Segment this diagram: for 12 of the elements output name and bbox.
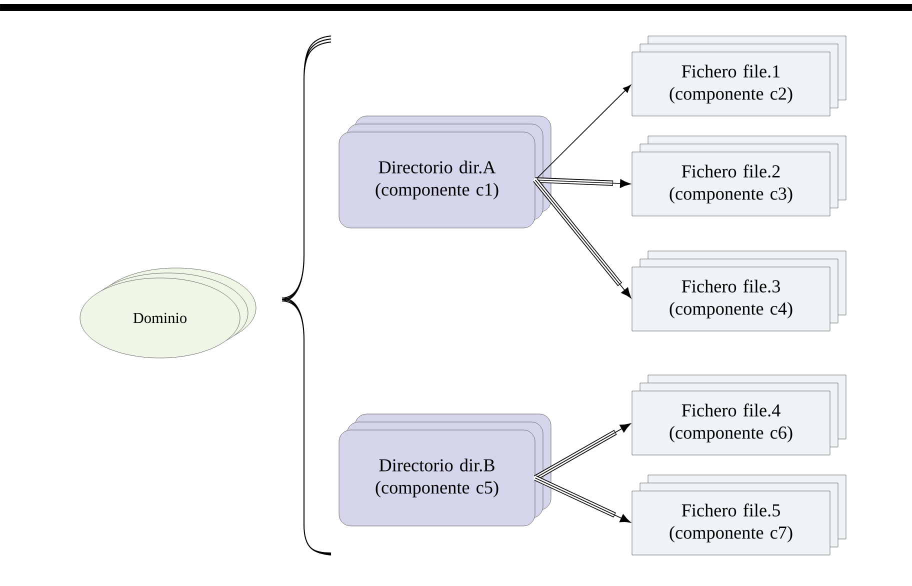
arrow <box>533 178 632 298</box>
file-box: Fichero file.2 (componente c3) <box>632 136 846 216</box>
file-box: Fichero file.1 (componente c2) <box>632 36 846 116</box>
file-box: Fichero file.4 (componente c6) <box>632 374 846 456</box>
file-box: Fichero file.3 (componente c4) <box>632 250 846 332</box>
arrow <box>534 84 631 180</box>
arrow <box>533 476 631 523</box>
directory-box: Directorio dir.A (componente c1) <box>338 116 552 228</box>
directory-box: Directorio dir.B (componente c5) <box>338 414 552 526</box>
arrow <box>534 177 631 188</box>
arrow <box>533 423 631 480</box>
file-box: Fichero file.5 (componente c7) <box>632 474 846 556</box>
